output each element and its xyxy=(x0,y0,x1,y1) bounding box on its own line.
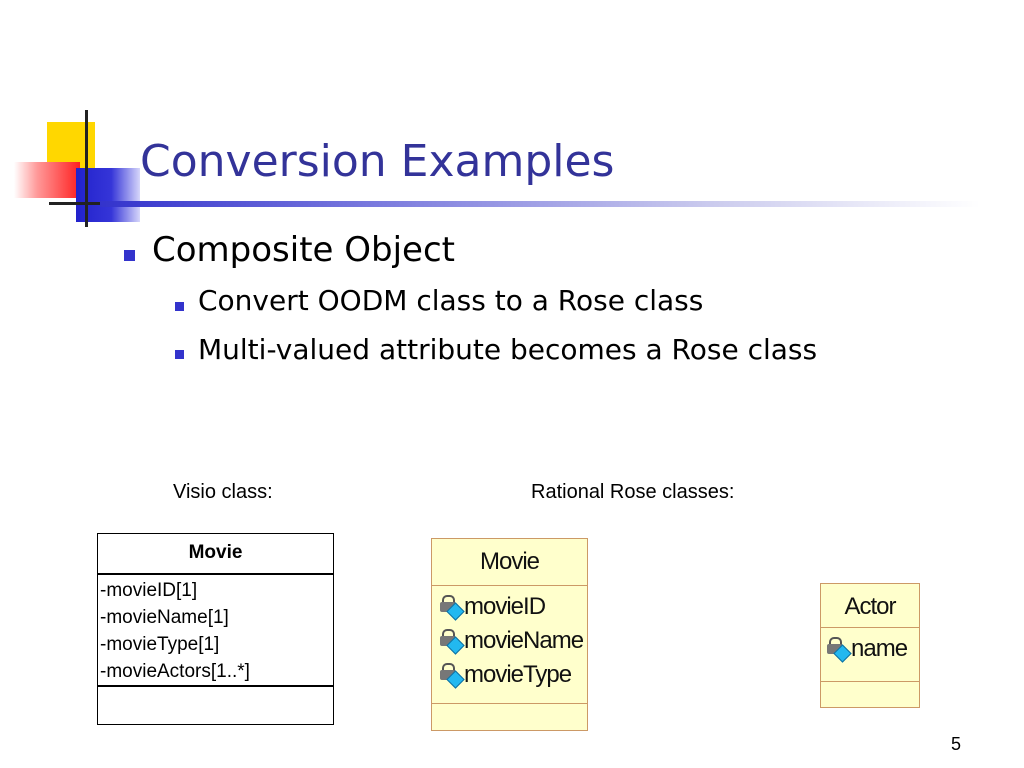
logo-vertical-line xyxy=(85,110,88,227)
rose-attribute: movieName xyxy=(438,624,587,658)
visio-attribute-list: -movieID[1] -movieName[1] -movieType[1] … xyxy=(98,575,333,687)
private-attribute-icon xyxy=(438,593,465,621)
rose-class-movie: Movie movieID movieName movieType xyxy=(431,538,588,731)
title-underline xyxy=(100,201,980,207)
private-attribute-icon xyxy=(438,627,465,655)
rose-attribute-label: movieID xyxy=(464,593,546,620)
sub-bullet-text: Multi-valued attribute becomes a Rose cl… xyxy=(198,333,818,366)
visio-class-name: Movie xyxy=(98,534,333,575)
visio-attribute: -movieType[1] xyxy=(100,634,220,655)
visio-attribute: -movieActors[1..*] xyxy=(100,661,250,682)
page-number: 5 xyxy=(951,734,962,754)
logo-horizontal-line xyxy=(49,202,139,205)
rose-attribute: movieID xyxy=(438,590,587,624)
visio-caption: Visio class: xyxy=(173,481,273,503)
bullet-marker xyxy=(124,250,135,261)
private-attribute-icon xyxy=(825,635,852,663)
sub-bullet-text: Convert OODM class to a Rose class xyxy=(198,284,704,317)
rose-class-name: Movie xyxy=(432,539,587,586)
logo-red-block xyxy=(14,162,80,198)
bullet-text: Composite Object xyxy=(152,230,455,270)
rose-attribute-label: name xyxy=(851,635,908,662)
rose-attribute-label: movieName xyxy=(464,627,584,654)
rose-attribute-list: name xyxy=(821,628,919,682)
rose-class-actor: Actor name xyxy=(820,583,920,708)
sub-bullet-marker xyxy=(175,302,184,311)
visio-attribute: -movieName[1] xyxy=(100,607,229,628)
rose-attribute: movieType xyxy=(438,658,587,692)
slide-title: Conversion Examples xyxy=(140,136,615,187)
rose-attribute: name xyxy=(825,632,919,666)
sub-bullet-marker xyxy=(175,350,184,359)
visio-class-box: Movie -movieID[1] -movieName[1] -movieTy… xyxy=(97,533,334,725)
rose-attribute-list: movieID movieName movieType xyxy=(432,586,587,704)
visio-attribute: -movieID[1] xyxy=(100,580,198,601)
rose-caption: Rational Rose classes: xyxy=(531,481,735,503)
private-attribute-icon xyxy=(438,661,465,689)
rose-attribute-label: movieType xyxy=(464,661,572,688)
rose-class-name: Actor xyxy=(821,584,919,628)
